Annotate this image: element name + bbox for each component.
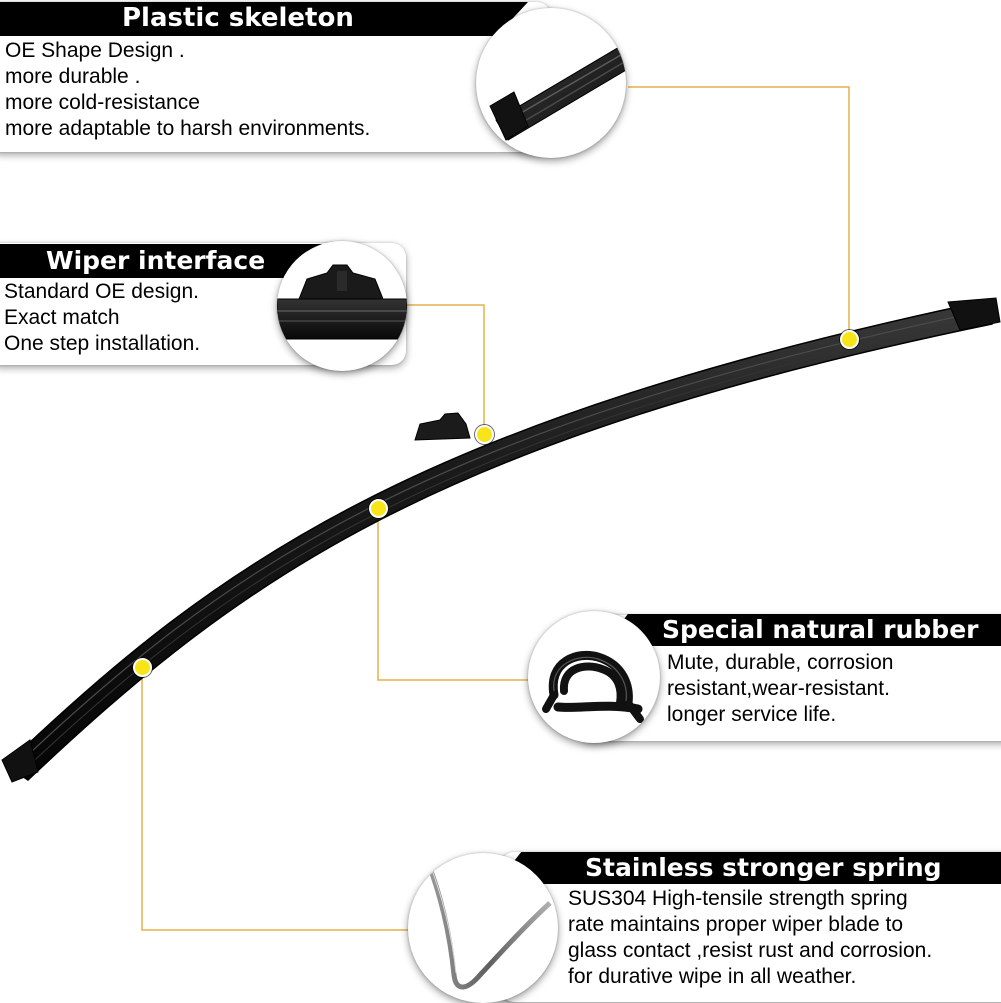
description-line: more cold-resistance: [5, 91, 200, 114]
wiper-connector-closeup-image: [277, 241, 407, 371]
callout-description: Mute, durable, corrosion resistant,wear-…: [667, 650, 893, 728]
callout-title: Wiper interface: [0, 244, 330, 278]
description-line: Standard OE design.: [4, 280, 199, 303]
blade-end-cap-closeup-image: [476, 8, 626, 158]
description-line: rate maintains proper wiper blade to: [568, 913, 904, 936]
callout-title: Special natural rubber: [604, 614, 1001, 646]
callout-description: Standard OE design. Exact match One step…: [4, 279, 200, 357]
description-line: longer service life.: [667, 703, 837, 726]
marker-natural-rubber: [369, 499, 388, 518]
callout-title: Plastic skeleton: [0, 2, 528, 36]
callout-title: Stainless stronger spring: [496, 852, 1001, 884]
description-line: OE Shape Design .: [5, 39, 185, 62]
description-line: for durative wipe in all weather.: [568, 965, 857, 988]
description-line: Exact match: [4, 306, 120, 329]
callout-description: OE Shape Design . more durable . more co…: [5, 38, 370, 142]
description-line: glass contact ,resist rust and corrosion…: [568, 939, 933, 962]
marker-stainless-spring: [133, 658, 152, 677]
marker-wiper-interface: [475, 425, 494, 444]
callout-description: SUS304 High-tensile strength spring rate…: [568, 886, 932, 990]
description-line: resistant,wear-resistant.: [667, 677, 890, 700]
description-line: more adaptable to harsh environments.: [5, 117, 371, 140]
description-line: SUS304 High-tensile strength spring: [568, 887, 908, 910]
description-line: more durable .: [5, 65, 141, 88]
steel-spring-strip-image: [408, 853, 558, 1003]
rubber-strip-coil-image: [528, 611, 660, 743]
marker-plastic-skeleton: [840, 330, 859, 349]
leader-lines: [141, 86, 850, 931]
description-line: Mute, durable, corrosion: [667, 651, 894, 674]
description-line: One step installation.: [4, 332, 201, 355]
